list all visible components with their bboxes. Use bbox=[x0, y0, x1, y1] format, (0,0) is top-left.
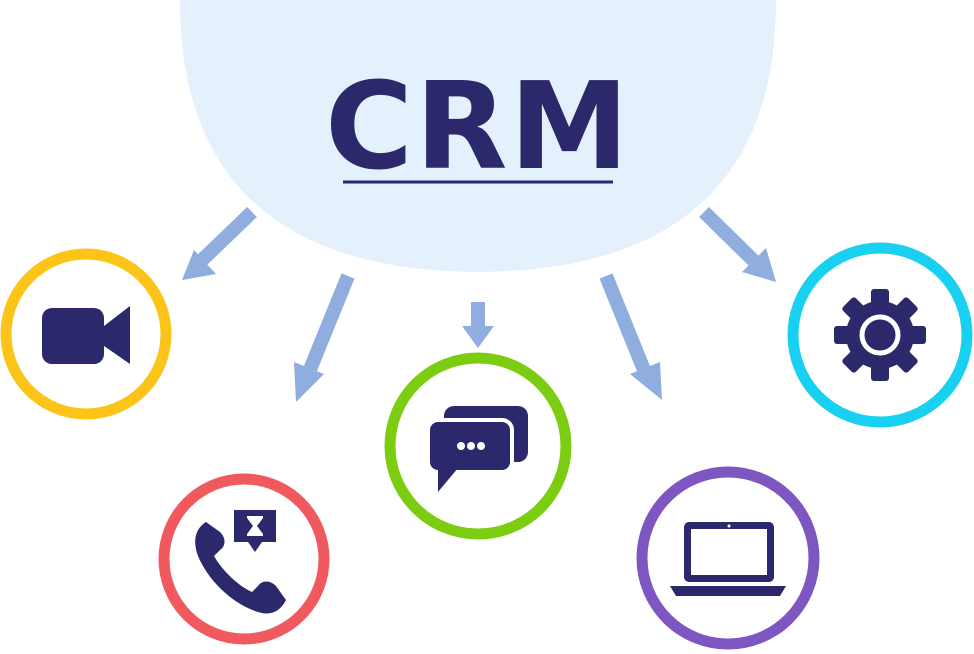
crm-hub-dome bbox=[180, 0, 776, 272]
hourglass-badge-icon bbox=[234, 510, 276, 552]
phone-hourglass-icon bbox=[195, 510, 286, 614]
arrow-to-video-camera bbox=[182, 206, 257, 280]
node-video-camera bbox=[0, 248, 172, 420]
arrows bbox=[182, 206, 776, 402]
arrow-to-phone bbox=[294, 273, 355, 402]
laptop-icon bbox=[670, 522, 786, 596]
arrow-to-chat bbox=[462, 302, 494, 348]
gear-icon bbox=[834, 289, 926, 381]
video-camera-icon bbox=[42, 306, 130, 364]
crm-title: CRM bbox=[325, 58, 631, 197]
node-phone-call-hold bbox=[158, 473, 330, 645]
node-laptop bbox=[636, 466, 820, 650]
node-settings bbox=[787, 242, 973, 428]
arrow-to-settings bbox=[699, 207, 776, 282]
chat-bubbles-icon bbox=[426, 406, 528, 492]
arrow-to-laptop bbox=[599, 273, 662, 400]
phone-ring bbox=[158, 473, 330, 645]
node-chat bbox=[384, 352, 572, 540]
phone-handset-icon bbox=[195, 522, 286, 614]
